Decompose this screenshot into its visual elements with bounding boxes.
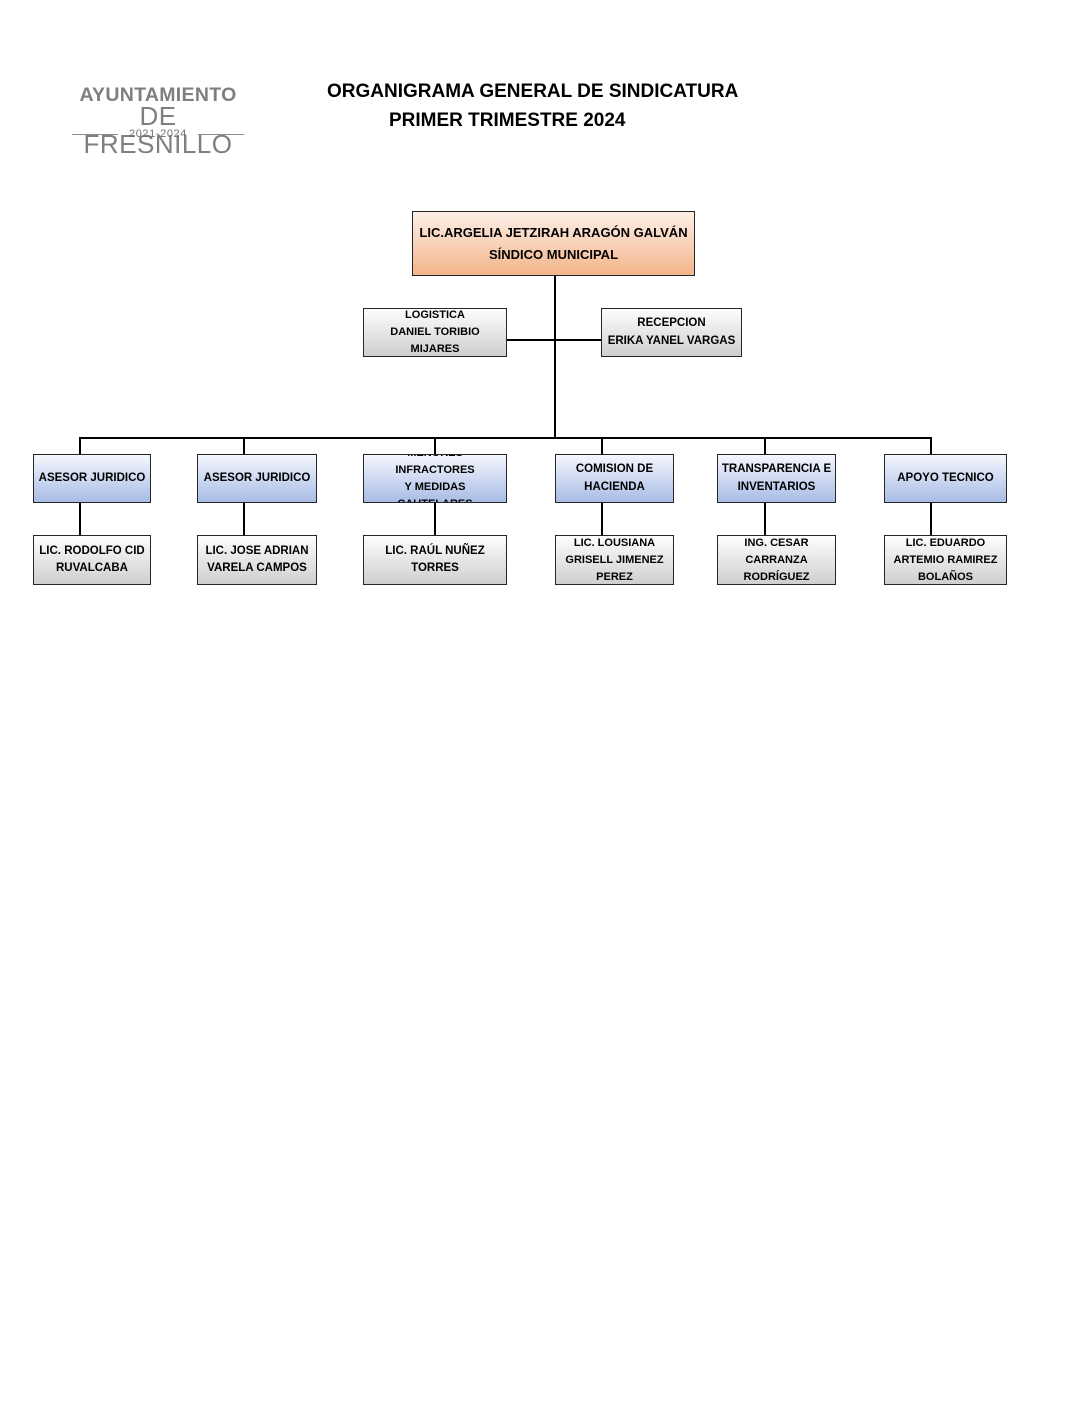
person-label: LIC. RODOLFO CID RUVALCABA bbox=[39, 544, 145, 575]
person-box: ING. CESAR CARRANZA RODRÍGUEZ bbox=[717, 535, 836, 585]
drop-line bbox=[434, 437, 436, 455]
department-label: APOYO TECNICO bbox=[897, 471, 994, 484]
department-box: ASESOR JURIDICO bbox=[33, 454, 151, 503]
logistica-box: LOGISTICA DANIEL TORIBIO MIJARES bbox=[363, 308, 507, 357]
page-title: ORGANIGRAMA GENERAL DE SINDICATURA bbox=[327, 81, 739, 102]
department-label: ASESOR JURIDICO bbox=[38, 471, 146, 484]
sub-line bbox=[434, 502, 436, 536]
sub-line bbox=[930, 502, 932, 536]
staff-line bbox=[506, 339, 602, 341]
sub-line bbox=[601, 502, 603, 536]
department-label: MENORES INFRACTORES Y MEDIDAS CAUTELARES bbox=[395, 455, 475, 502]
person-label: LIC. EDUARDO ARTEMIO RAMIREZ BOLAÑOS bbox=[893, 536, 998, 583]
person-label: LIC. LOUSIANA GRISELL JIMENEZ PEREZ bbox=[565, 536, 664, 583]
trunk-line bbox=[554, 275, 556, 439]
sub-line bbox=[243, 502, 245, 536]
logo-line-1: AYUNTAMIENTO bbox=[79, 84, 237, 106]
department-box: TRANSPARENCIA E INVENTARIOS bbox=[717, 454, 836, 503]
branch-line bbox=[79, 437, 932, 439]
drop-line bbox=[930, 437, 932, 455]
person-box: LIC. RODOLFO CID RUVALCABA bbox=[33, 535, 151, 585]
drop-line bbox=[243, 437, 245, 455]
department-box: APOYO TECNICO bbox=[884, 454, 1007, 503]
ayuntamiento-logo: AYUNTAMIENTO DE FRESNILLO 2021-2024 bbox=[66, 84, 250, 158]
department-box: MENORES INFRACTORES Y MEDIDAS CAUTELARES bbox=[363, 454, 507, 503]
department-box: ASESOR JURIDICO bbox=[197, 454, 317, 503]
logo-rule-left bbox=[72, 134, 118, 135]
logo-years: 2021-2024 bbox=[128, 128, 187, 140]
department-label: TRANSPARENCIA E INVENTARIOS bbox=[721, 463, 832, 493]
person-box: LIC. LOUSIANA GRISELL JIMENEZ PEREZ bbox=[555, 535, 674, 585]
drop-line bbox=[601, 437, 603, 455]
person-box: LIC. RAÚL NUÑEZ TORRES bbox=[363, 535, 507, 585]
sub-line bbox=[764, 502, 766, 536]
drop-line bbox=[79, 437, 81, 455]
person-box: LIC. JOSE ADRIAN VARELA CAMPOS bbox=[197, 535, 317, 585]
department-box: COMISION DE HACIENDA bbox=[555, 454, 674, 503]
person-box: LIC. EDUARDO ARTEMIO RAMIREZ BOLAÑOS bbox=[884, 535, 1007, 585]
logo-rule-right bbox=[198, 134, 244, 135]
drop-line bbox=[764, 437, 766, 455]
recepcion-box: RECEPCION ERIKA YANEL VARGAS bbox=[601, 308, 742, 357]
logo-years-row: 2021-2024 bbox=[66, 127, 250, 141]
sub-line bbox=[79, 502, 81, 536]
person-label: LIC. RAÚL NUÑEZ TORRES bbox=[385, 544, 485, 575]
department-label: COMISION DE HACIENDA bbox=[575, 463, 654, 493]
person-label: LIC. JOSE ADRIAN VARELA CAMPOS bbox=[205, 544, 309, 575]
sindico-label: LIC.ARGELIA JETZIRAH ARAGÓN GALVÁN SÍNDI… bbox=[419, 224, 688, 262]
logistica-label: LOGISTICA DANIEL TORIBIO MIJARES bbox=[390, 309, 480, 355]
page-subtitle: PRIMER TRIMESTRE 2024 bbox=[389, 110, 626, 131]
sindico-box: LIC.ARGELIA JETZIRAH ARAGÓN GALVÁN SÍNDI… bbox=[412, 211, 695, 276]
recepcion-label: RECEPCION ERIKA YANEL VARGAS bbox=[607, 317, 736, 347]
department-label: ASESOR JURIDICO bbox=[203, 471, 311, 484]
person-label: ING. CESAR CARRANZA RODRÍGUEZ bbox=[743, 536, 810, 583]
